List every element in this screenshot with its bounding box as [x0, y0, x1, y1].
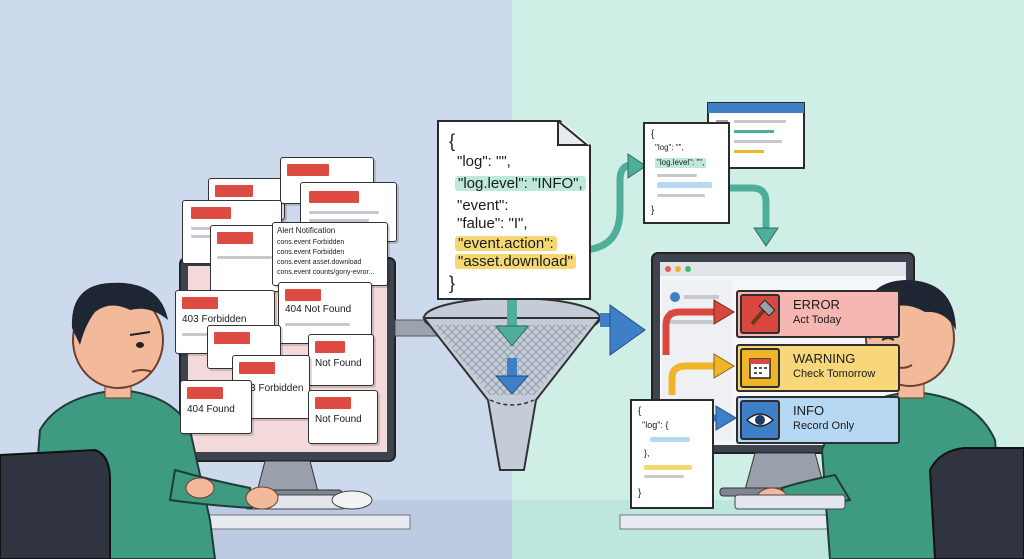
- alert-text: 403 Forbidden: [239, 383, 304, 394]
- alert-text: 404 Not Found: [285, 304, 352, 315]
- notification-line: cons.event Forbidden: [277, 239, 345, 246]
- alert-text: Not Found: [315, 358, 362, 369]
- json-line: "log": "",: [655, 143, 684, 152]
- alert-card-404: 404 Found: [180, 380, 252, 434]
- parsed-log-document: { "log": "", "log.level": "", }: [643, 122, 730, 224]
- nested-log-document: { "log": { }, }: [630, 399, 714, 509]
- json-brace: {: [449, 131, 456, 151]
- alert-level: WARNING: [793, 351, 856, 366]
- json-brace: }: [638, 488, 642, 499]
- json-line-highlight: "event.action":: [455, 236, 557, 251]
- alert-notification-card: Alert Notification cons.event Forbidden …: [272, 222, 388, 286]
- json-line: "log.level": "",: [655, 158, 707, 168]
- json-brace: }: [449, 273, 456, 293]
- json-brace: {: [638, 406, 642, 417]
- json-brace: }: [651, 205, 655, 216]
- json-log-document: { "log": "", "log.level": "INFO", "event…: [437, 120, 591, 300]
- json-line-highlight: "log.level": "INFO",: [455, 176, 586, 191]
- alert-card-403: 403 Forbidden: [232, 355, 310, 419]
- alert-text: 404 Found: [187, 404, 235, 415]
- json-brace: {: [651, 129, 655, 140]
- alert-action: Act Today: [793, 314, 842, 326]
- alert-action: Record Only: [793, 420, 855, 432]
- alert-action: Check Tomorrow: [793, 368, 876, 380]
- calendar-icon: [740, 348, 780, 388]
- json-line: "log": "",: [457, 153, 511, 170]
- notification-line: cons.event counts/gony-evror...: [277, 269, 375, 276]
- json-line: "falue": "I",: [457, 215, 528, 232]
- hammer-icon: [740, 294, 780, 334]
- eye-icon: [740, 400, 780, 440]
- alert-level: ERROR: [793, 297, 840, 312]
- alert-text: Not Found: [315, 414, 362, 425]
- alert-card-not-found: Not Found: [308, 390, 378, 444]
- notification-line: cons.event Forbidden: [277, 249, 345, 256]
- notification-title: Alert Notification: [277, 226, 336, 235]
- json-line-highlight: "asset.download": [455, 254, 576, 269]
- doc-fold-corner: [557, 120, 589, 146]
- alert-level: INFO: [793, 403, 825, 418]
- json-line: "event":: [457, 197, 509, 214]
- alert-card-not-found: Not Found: [308, 334, 374, 386]
- alert-text: 403 Forbidden: [182, 314, 247, 325]
- json-line: "log": {: [642, 420, 669, 430]
- json-line: },: [644, 448, 650, 458]
- notification-line: cons.event asset.download: [277, 259, 362, 266]
